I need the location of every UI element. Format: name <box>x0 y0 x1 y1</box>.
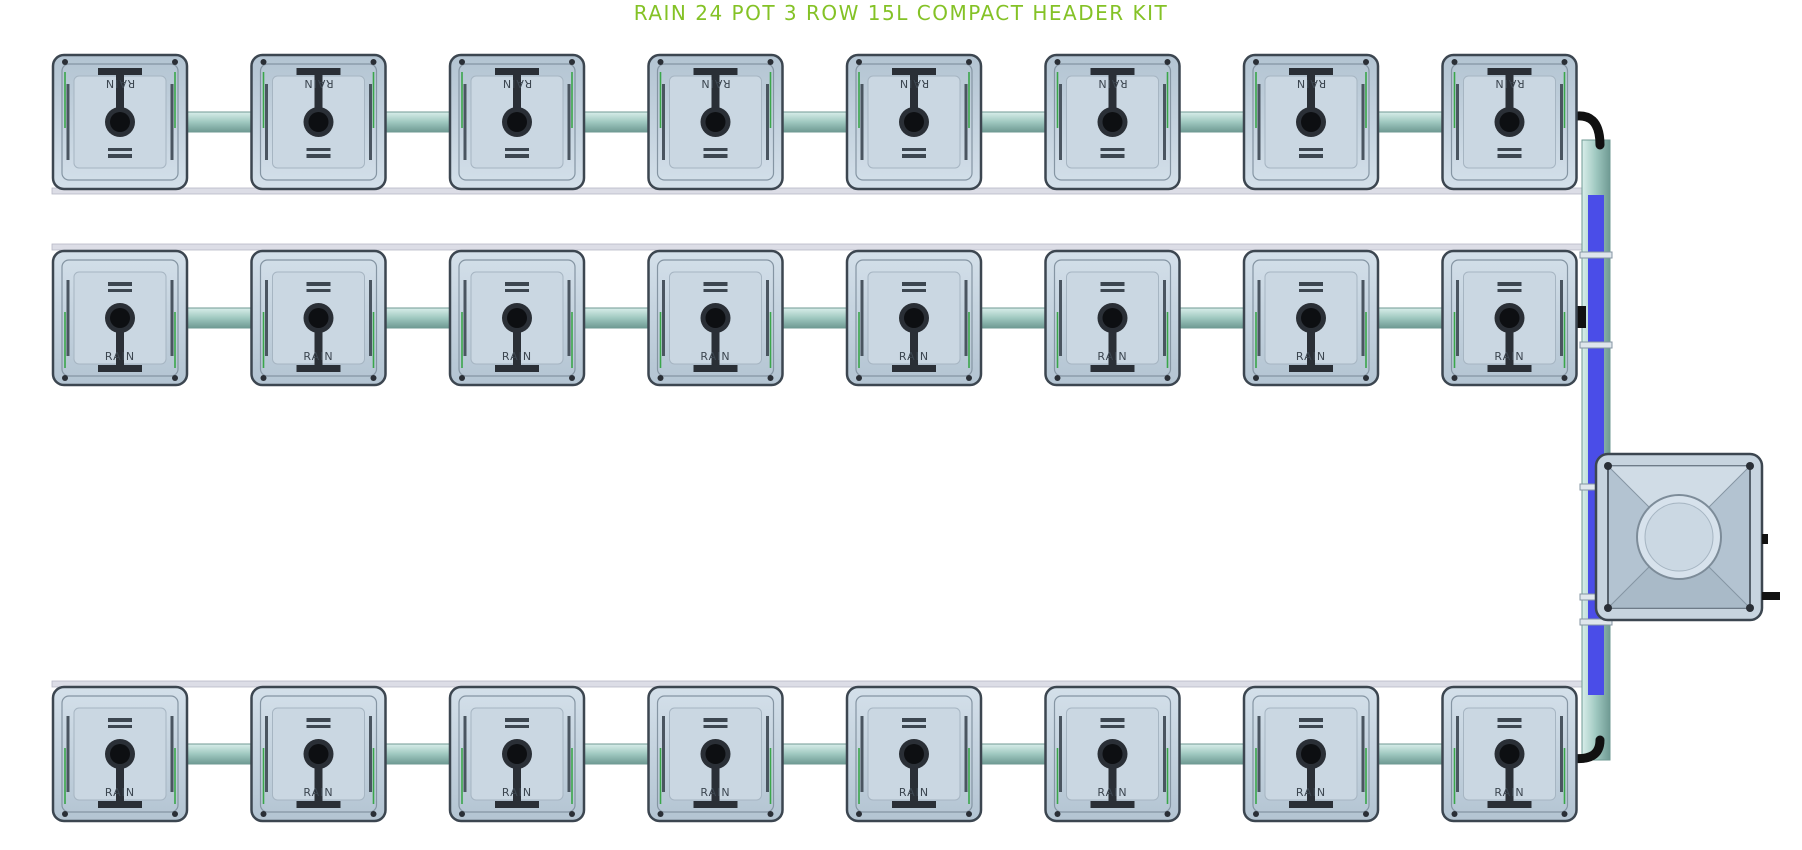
pot-body <box>448 53 586 191</box>
pot: RAIN <box>1242 249 1380 387</box>
reservoir <box>1594 452 1780 622</box>
pot-body <box>51 685 189 823</box>
pot-brand-label: RAIN <box>1494 350 1524 363</box>
pot-body <box>1441 249 1578 387</box>
page-title: RAIN 24 POT 3 ROW 15L COMPACT HEADER KIT <box>633 1 1169 25</box>
reservoir-outlet <box>1762 592 1780 600</box>
pot: RAIN <box>845 53 983 191</box>
pot: RAIN <box>448 53 586 191</box>
pot-body <box>1044 249 1181 387</box>
pot: RAIN <box>51 53 189 191</box>
pot-body <box>1441 685 1578 823</box>
pot-brand-label: RAIN <box>1097 77 1127 90</box>
pot-brand-label: RAIN <box>105 786 135 799</box>
pot-brand-label: RAIN <box>700 350 730 363</box>
pot-brand-label: RAIN <box>303 350 333 363</box>
pot-brand-label: RAIN <box>1296 786 1326 799</box>
reservoir-bolt <box>1746 462 1754 470</box>
pot-body <box>250 249 387 387</box>
pot-body <box>250 685 387 823</box>
pot-brand-label: RAIN <box>700 77 730 90</box>
pot-body <box>51 249 189 387</box>
pot-body <box>1242 249 1380 387</box>
pot: RAIN <box>1242 53 1380 191</box>
pot: RAIN <box>1044 685 1181 823</box>
pot-body <box>1044 53 1181 191</box>
manifold-clamp <box>1579 251 1613 259</box>
pot: RAIN <box>250 53 387 191</box>
pot-brand-label: RAIN <box>502 350 532 363</box>
reservoir-lid-inner <box>1644 502 1714 572</box>
pot-brand-label: RAIN <box>1494 786 1524 799</box>
pot-body <box>448 249 586 387</box>
reservoir-port <box>1762 534 1768 544</box>
pot-brand-label: RAIN <box>303 77 333 90</box>
pot: RAIN <box>1044 249 1181 387</box>
pot-brand-label: RAIN <box>105 77 135 90</box>
pot-body <box>1044 685 1181 823</box>
pot-brand-label: RAIN <box>899 350 929 363</box>
pot: RAIN <box>647 53 784 191</box>
pot-brand-label: RAIN <box>1097 350 1127 363</box>
pot-brand-label: RAIN <box>899 77 929 90</box>
pot: RAIN <box>448 249 586 387</box>
pot-body <box>647 249 784 387</box>
reservoir-bolt <box>1604 462 1612 470</box>
pot-brand-label: RAIN <box>1097 786 1127 799</box>
feed-line <box>51 243 1597 251</box>
pot-body <box>845 53 983 191</box>
reservoir-bolt <box>1604 604 1612 612</box>
pot-body <box>647 685 784 823</box>
pot-body <box>1441 53 1578 191</box>
pot: RAIN <box>845 249 983 387</box>
pot: RAIN <box>647 685 784 823</box>
pot: RAIN <box>1441 53 1578 191</box>
pot: RAIN <box>1242 685 1380 823</box>
pot-brand-label: RAIN <box>502 77 532 90</box>
pot-brand-label: RAIN <box>303 786 333 799</box>
pot-brand-label: RAIN <box>899 786 929 799</box>
pot: RAIN <box>51 249 189 387</box>
pot: RAIN <box>250 249 387 387</box>
pot-body <box>845 685 983 823</box>
pot: RAIN <box>845 685 983 823</box>
reservoir-bolt <box>1746 604 1754 612</box>
pot-body <box>51 53 189 191</box>
pipes-layer <box>119 111 1613 765</box>
manifold-clamp <box>1579 341 1613 349</box>
pot-brand-label: RAIN <box>1494 77 1524 90</box>
manifold-clamp <box>1579 618 1613 626</box>
pot-brand-label: RAIN <box>700 786 730 799</box>
pot: RAIN <box>51 685 189 823</box>
pot-body <box>1242 685 1380 823</box>
pot: RAIN <box>1441 685 1578 823</box>
pot-body <box>448 685 586 823</box>
pot-brand-label: RAIN <box>1296 350 1326 363</box>
pot: RAIN <box>250 685 387 823</box>
pots-layer: RAIN RAIN RAIN RAIN RAIN RAIN RAIN RAIN RAIN RAIN… <box>51 53 1578 823</box>
pot-body <box>647 53 784 191</box>
pot-brand-label: RAIN <box>502 786 532 799</box>
pot: RAIN <box>448 685 586 823</box>
pot-brand-label: RAIN <box>1296 77 1326 90</box>
pot-body <box>1242 53 1380 191</box>
pot-brand-label: RAIN <box>105 350 135 363</box>
pot: RAIN <box>1441 249 1578 387</box>
pot: RAIN <box>1044 53 1181 191</box>
pot: RAIN <box>647 249 784 387</box>
pot-body <box>845 249 983 387</box>
pot-body <box>250 53 387 191</box>
